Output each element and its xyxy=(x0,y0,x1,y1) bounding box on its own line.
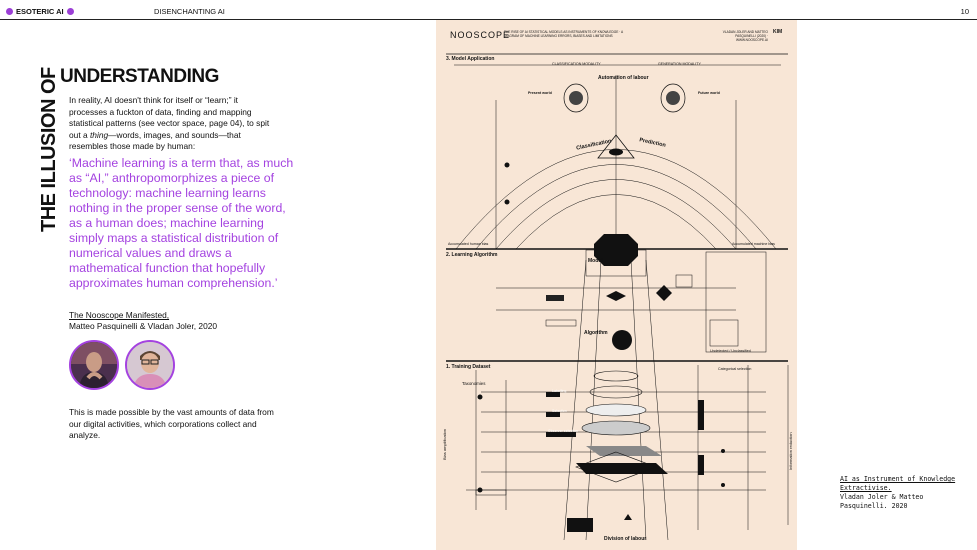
avatar-right xyxy=(125,340,175,390)
information-reduction: Information reduction xyxy=(788,432,793,470)
observer-selection-box: Observer selection xyxy=(548,429,578,433)
intro-line: processes a fuckton of data, finding and… xyxy=(69,107,284,119)
intro-line: In reality, AI doesn't think for itself … xyxy=(69,95,284,107)
avatar-left xyxy=(69,340,119,390)
closing-line: our digital activities, which corporatio… xyxy=(69,419,289,431)
section-training-dataset: 1. Training Dataset xyxy=(446,364,490,370)
caption-title[interactable]: AI as Instrument of Knowledge Extractivi… xyxy=(840,475,960,493)
intro-line: statistical patterns (see vector space, … xyxy=(69,118,284,130)
labelling-box: Labelling xyxy=(552,389,566,393)
page-number: 10 xyxy=(961,7,969,16)
cube-label: Undetected / Unclassified xyxy=(710,349,751,353)
figure-caption: AI as Instrument of Knowledge Extractivi… xyxy=(840,475,960,511)
section-title: DISENCHANTING AI xyxy=(154,7,225,16)
division-of-labour: Division of labour xyxy=(604,536,646,542)
brand-name: ESOTERIC AI xyxy=(16,7,64,16)
present-world: Present world xyxy=(528,91,552,95)
closing-paragraph: This is made possible by the vast amount… xyxy=(69,407,289,442)
automation-of-labour: Automation of labour xyxy=(598,75,649,81)
section-model-application: 3. Model Application xyxy=(446,56,494,62)
intro-line: resembles those made by human: xyxy=(69,141,284,153)
citation-authors: Matteo Pasquinelli & Vladan Joler, 2020 xyxy=(69,321,217,332)
future-world: Future world xyxy=(698,91,720,95)
closing-line: analyze. xyxy=(69,430,289,442)
algorithm-label: Algorithm xyxy=(584,330,608,336)
taxonomies-label: Taxonomies xyxy=(462,381,485,386)
brand-logo-icon-2 xyxy=(67,8,74,15)
categories-label: Categorical selection xyxy=(718,367,751,371)
portrait-icon xyxy=(127,342,173,388)
model-label: Model xyxy=(588,258,602,264)
intro-line: out a thing—words, images, and sounds—th… xyxy=(69,130,284,142)
intro-emphasis: thing xyxy=(90,130,108,140)
intro-paragraph: In reality, AI doesn't think for itself … xyxy=(69,95,284,153)
intro-text: —words, images, and sounds—that xyxy=(108,130,241,140)
closing-line: This is made possible by the vast amount… xyxy=(69,407,289,419)
citation-title[interactable]: The Nooscope Manifested, xyxy=(69,310,217,321)
accumulated-human-bias: Accumulated human bias xyxy=(448,242,488,246)
citation: The Nooscope Manifested, Matteo Pasquine… xyxy=(69,310,217,332)
nooscope-diagram xyxy=(436,20,797,550)
classification-modality: CLASSIFICATION MODALITY xyxy=(552,62,601,66)
nooscope-poster[interactable]: NOOSCOPE THE RISE OF AI STATISTICAL MODE… xyxy=(436,20,797,550)
section-learning-algorithm: 2. Learning Algorithm xyxy=(446,252,497,258)
selection-box: Selection xyxy=(552,409,567,413)
bias-amplification: Bias amplification xyxy=(442,429,447,460)
intro-text: out a xyxy=(69,130,90,140)
accumulated-machine-bias: Accumulated machine bias xyxy=(732,242,775,246)
portrait-icon xyxy=(71,342,117,388)
caption-authors: Vladan Joler & Matteo Pasquinelli. 2020 xyxy=(840,493,960,511)
vertical-title: THE ILLUSION OF xyxy=(38,67,61,232)
page-title: UNDERSTANDING xyxy=(60,66,219,88)
generation-modality: GENERATION MODALITY xyxy=(658,62,701,66)
brand-logo-icon xyxy=(6,8,13,15)
pull-quote: ‘Machine learning is a term that, as muc… xyxy=(69,156,294,291)
top-bar: ESOTERIC AI DISENCHANTING AI 10 xyxy=(0,0,977,22)
brand[interactable]: ESOTERIC AI xyxy=(6,7,74,16)
